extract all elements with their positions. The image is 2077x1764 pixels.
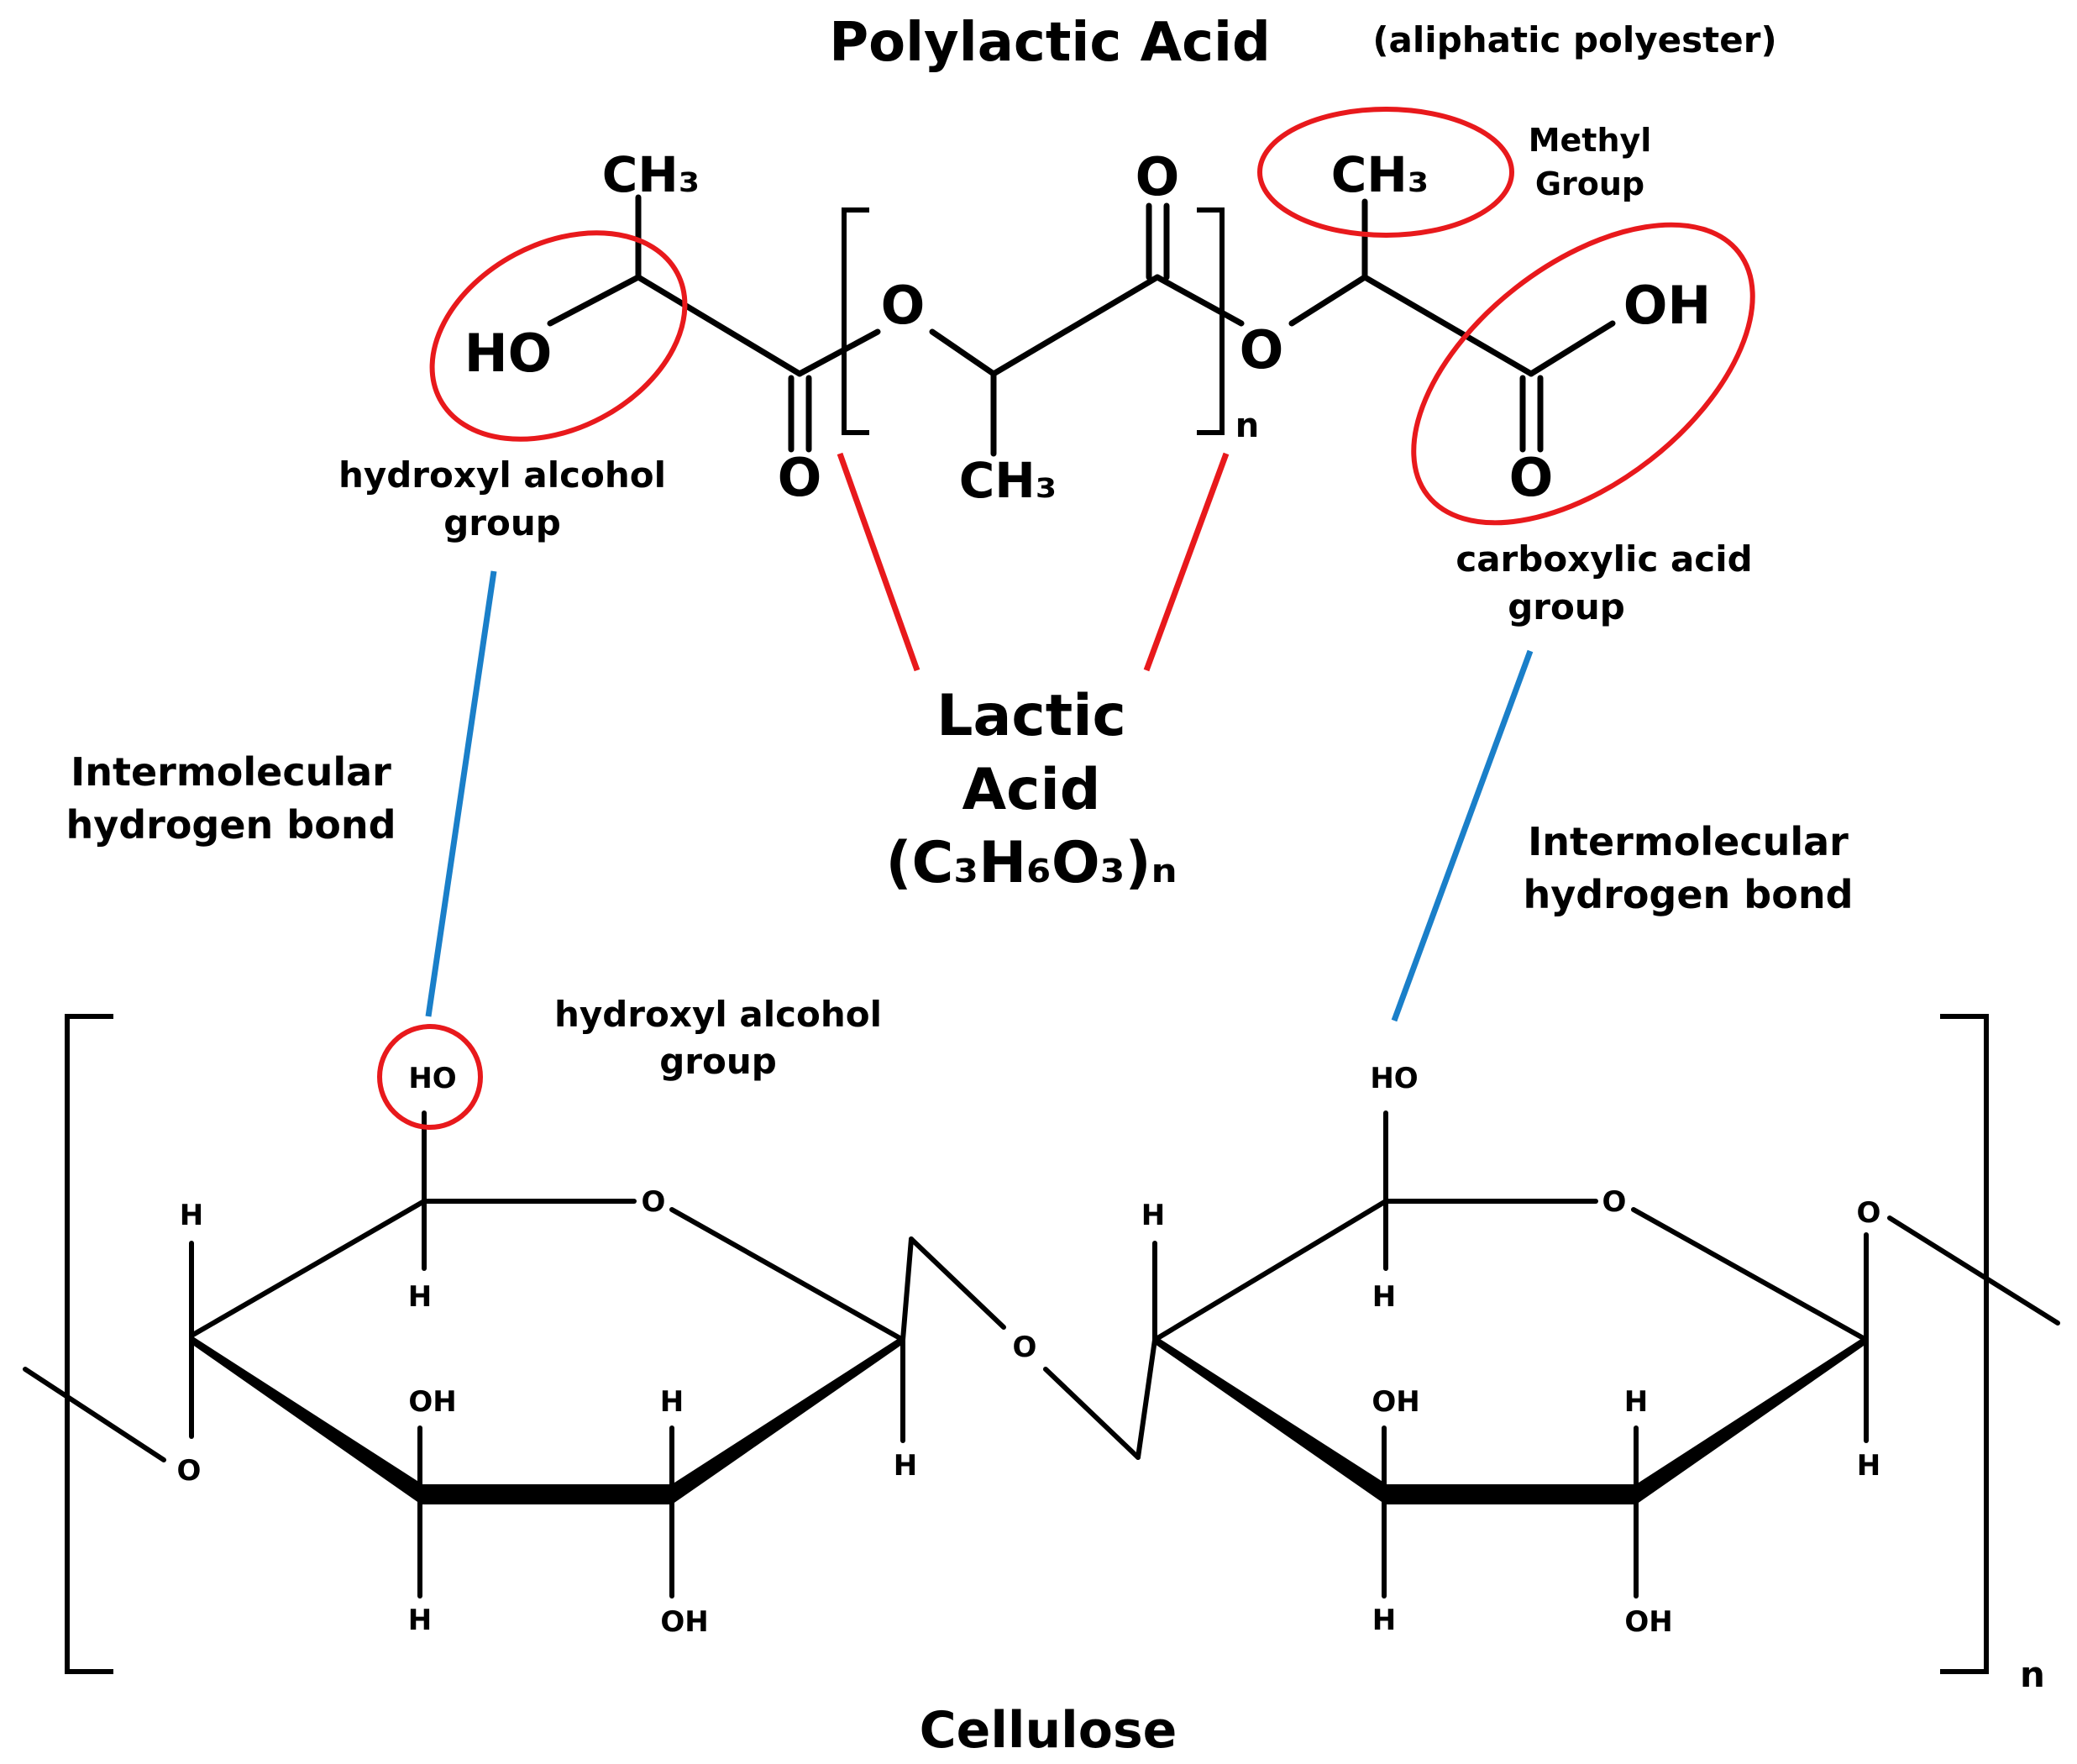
cell-r2-c4-h: H [1141, 1199, 1165, 1232]
cell-r2-c6-ho: HO [1370, 1062, 1418, 1095]
carboxylic-group-label: carboxylic acid [1455, 538, 1752, 580]
pla-subtitle: (aliphatic polyester) [1372, 19, 1776, 60]
pla-oh: OH [1623, 275, 1712, 336]
cell-r2-c1-o: O [1857, 1196, 1881, 1230]
carboxyl-highlight [1411, 222, 1755, 526]
ring2-front-bond [1384, 1484, 1636, 1504]
cell-r1-c3-oh: OH [408, 1385, 456, 1419]
pla-carbonyl-o-right: O [1509, 447, 1554, 508]
pla-ho: HO [464, 323, 553, 384]
cellulose-hydroxyl-label-2: group [659, 1041, 777, 1082]
ring1-wedge-right [672, 1336, 903, 1504]
hbond-label-right: Intermolecular [1528, 819, 1849, 864]
pla-hydroxyl-label-2: group [443, 502, 561, 543]
pla-repeat-n: n [1235, 407, 1259, 445]
cell-r1-c4-o: O [177, 1454, 202, 1488]
cell-r2-c3-h: H [1372, 1604, 1396, 1637]
lactic-acid-connector-right [1143, 452, 1230, 672]
methyl-group-label-2: Group [1535, 165, 1644, 202]
pla-carbonyl-o-middle: O [1136, 146, 1180, 207]
cell-r1-c6-ho: HO [408, 1062, 456, 1095]
pla-ch3-right: CH₃ [1331, 146, 1429, 203]
ring2-wedge [1155, 1336, 1384, 1504]
cell-r1-c2-oh: OH [660, 1605, 708, 1639]
ring1-front-bond [420, 1484, 672, 1504]
pla-ester-o-left: O [881, 275, 926, 336]
methyl-group-highlight [1257, 107, 1514, 238]
cell-r2-c1-h: H [1857, 1449, 1880, 1483]
cell-r1-c6-h: H [408, 1280, 432, 1314]
pla-hydroxyl-highlight [429, 230, 688, 442]
cell-r2-c6-h: H [1372, 1280, 1396, 1314]
hbond-label-left: Intermolecular [71, 749, 391, 795]
hbond-line-right [1391, 649, 1534, 1022]
cell-r2-c2-oh: OH [1624, 1605, 1672, 1639]
ring1-wedge [191, 1336, 420, 1504]
lactic-acid-connector-left [837, 452, 920, 672]
cellulose-title: Cellulose [920, 1701, 1177, 1760]
carboxylic-group-label-2: group [1508, 586, 1625, 627]
ring2-wedge-right [1636, 1336, 1866, 1504]
cell-r2-ring-o: O [1602, 1185, 1627, 1219]
hbond-label-right-2: hydrogen bond [1523, 872, 1853, 917]
hbond-line-left [425, 570, 497, 1017]
lactic-acid-label: Lactic [936, 683, 1126, 749]
cell-r2-c3-oh: OH [1372, 1385, 1419, 1419]
cell-r2-c2-h: H [1624, 1385, 1648, 1419]
lactic-acid-formula: (C₃H₆O₃)ₙ [885, 830, 1177, 896]
pla-carbonyl-o-left: O [778, 447, 822, 508]
pla-ester-o-right: O [1240, 319, 1284, 381]
cell-r1-c1-h: H [894, 1449, 917, 1483]
pla-ch3-middle: CH₃ [959, 452, 1057, 509]
cellulose-hydroxyl-label: hydroxyl alcohol [554, 994, 882, 1035]
cell-r1-c3-h: H [408, 1604, 432, 1637]
cellulose-structure [23, 1014, 2060, 1674]
pla-structure [547, 194, 1616, 457]
cellulose-hydroxyl-highlight [377, 1024, 483, 1130]
cell-glycosidic-o: O [1013, 1331, 1037, 1364]
cell-r1-c4-h: H [180, 1199, 203, 1232]
cell-r1-ring-o: O [642, 1185, 666, 1219]
hbond-label-left-2: hydrogen bond [66, 802, 396, 848]
cellulose-repeat-n: n [2020, 1654, 2045, 1695]
cell-r1-c2-h: H [660, 1385, 684, 1419]
pla-ch3-left: CH₃ [602, 146, 700, 203]
lactic-acid-label-2: Acid [962, 757, 1101, 823]
methyl-group-label: Methyl [1529, 122, 1652, 159]
pla-title: Polylactic Acid [829, 12, 1271, 74]
pla-hydroxyl-label: hydroxyl alcohol [338, 454, 666, 496]
